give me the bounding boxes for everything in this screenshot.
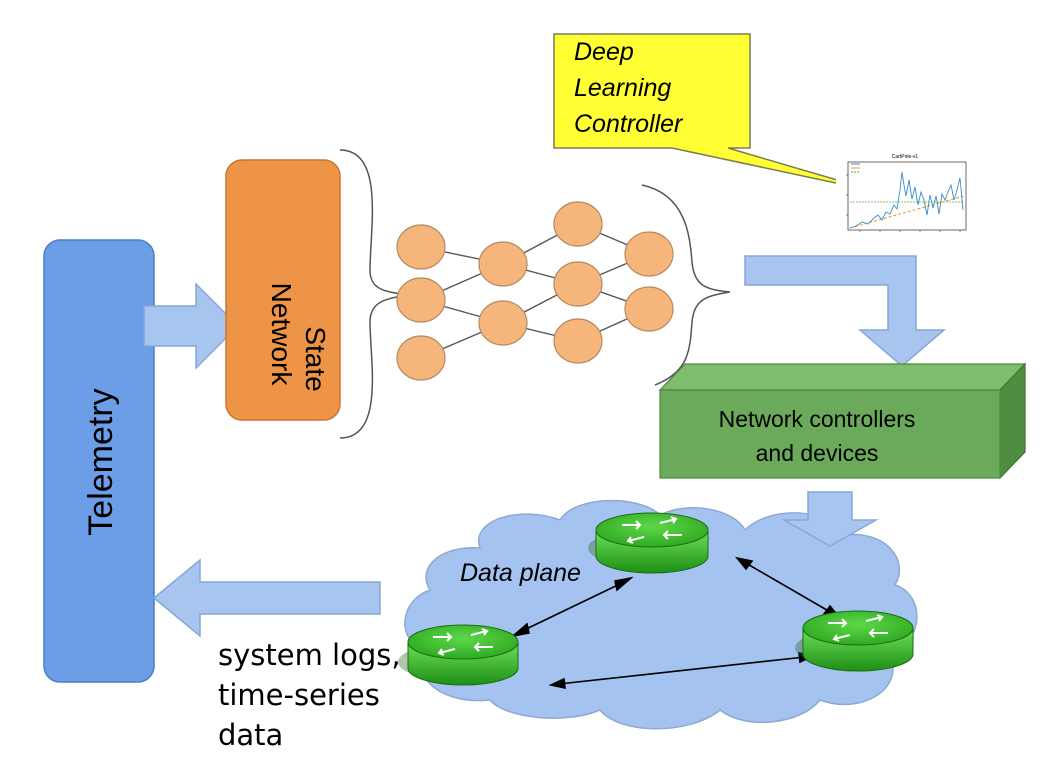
neuron	[396, 224, 446, 270]
network-state-line1: Network	[266, 283, 297, 387]
network-state-box: Network State	[225, 159, 341, 421]
neuron	[624, 231, 674, 277]
mini-chart-title: CartPole-v1	[892, 154, 919, 160]
controllers-line2: and devices	[756, 440, 879, 466]
right-brace	[641, 184, 731, 386]
training-curve-thumbnail: CartPole-v1	[836, 150, 974, 242]
data-plane-label: Data plane	[460, 559, 581, 587]
telemetry-label: Telemetry	[82, 388, 120, 535]
neuron	[624, 286, 674, 332]
network-state-line2: State	[300, 326, 331, 391]
neuron	[396, 335, 446, 381]
controllers-line1: Network controllers	[719, 406, 916, 432]
logs-line1: system logs,	[218, 638, 401, 672]
router-links	[510, 556, 842, 690]
arrow-controllers-to-dataplane	[781, 491, 879, 547]
neuron	[396, 277, 446, 323]
neuron	[553, 318, 603, 364]
router-right-icon	[795, 610, 914, 672]
logs-line3: data	[218, 718, 283, 752]
neuron	[553, 201, 603, 247]
arrow-nn-to-controllers	[744, 255, 947, 367]
arrow-telemetry-to-state	[143, 282, 240, 370]
neuron	[478, 300, 528, 346]
network-controllers-box: Network controllers and devices	[658, 362, 1027, 480]
neuron	[478, 241, 528, 287]
callout-line3: Controller	[574, 110, 684, 138]
callout-line1: Deep	[574, 38, 634, 66]
router-top-icon	[588, 512, 709, 574]
router-left-icon	[398, 624, 519, 686]
logs-line2: time-series	[218, 678, 380, 712]
logs-label: system logs, time-series data	[218, 638, 401, 752]
neural-network	[396, 201, 674, 381]
neuron	[553, 261, 603, 307]
deep-learning-controller-callout: Deep Learning Controller	[553, 33, 879, 193]
callout-line2: Learning	[574, 74, 671, 102]
arrow-dataplane-to-telemetry	[152, 558, 381, 638]
telemetry-box: Telemetry	[43, 239, 155, 683]
